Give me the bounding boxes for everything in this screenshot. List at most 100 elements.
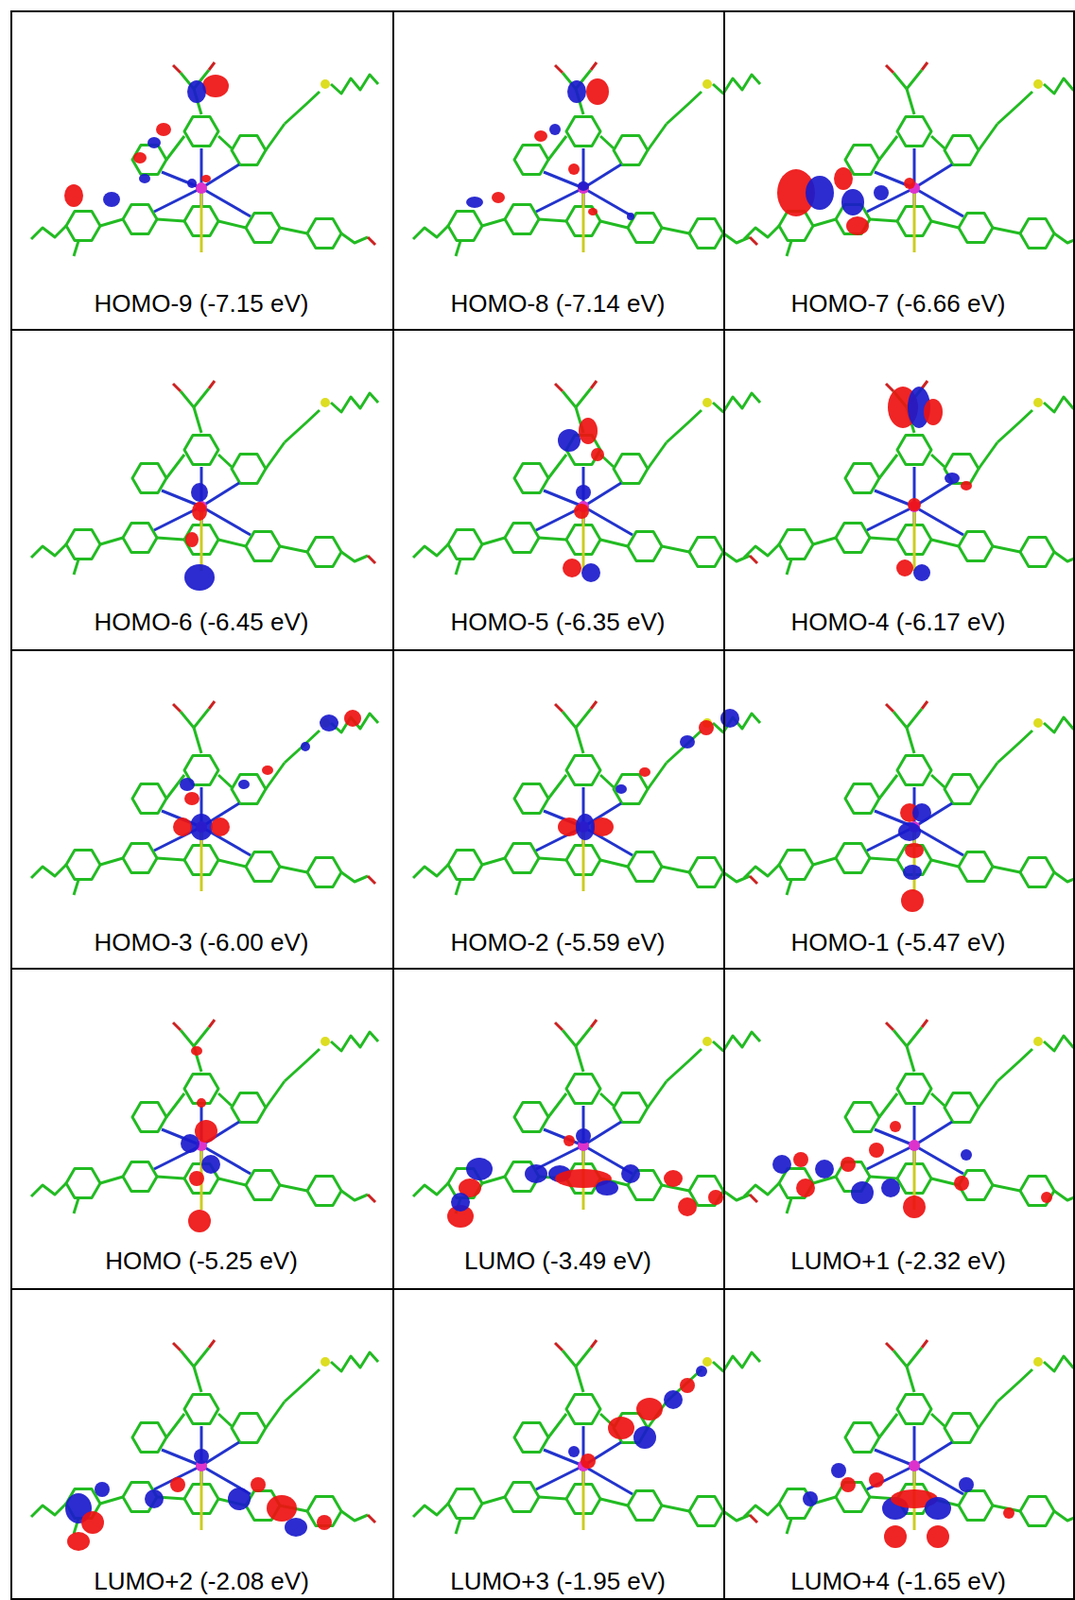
orbital-caption: LUMO (-3.49 eV) [464, 1244, 652, 1279]
orbital-caption: HOMO-3 (-6.00 eV) [94, 925, 310, 960]
orbital-lobe [793, 1152, 809, 1168]
orbital-lobe [156, 122, 172, 137]
orbital-lobe [344, 710, 362, 728]
orbital-lobe [902, 865, 922, 881]
orbital-lobe [924, 1497, 952, 1521]
orbital-lobe [679, 735, 695, 749]
orbital-lobe [639, 767, 651, 778]
orbital-lobe [960, 481, 972, 491]
orbital-lobe [300, 742, 311, 752]
orbital-lobe [840, 1157, 856, 1173]
molecule-structure [744, 1340, 1075, 1535]
molecule-structure [31, 701, 379, 896]
orbital-lobe [846, 216, 869, 236]
orbital-caption: HOMO-8 (-7.14 eV) [450, 286, 666, 321]
orbital-lobe [534, 130, 548, 142]
molecule-structure [31, 1340, 379, 1535]
orbital-lobe [595, 1180, 619, 1197]
molecule-orbital-image [403, 17, 763, 293]
orbital-lobe [147, 137, 161, 149]
orbital-lobe [189, 1171, 205, 1187]
orbital-lobe [868, 1143, 885, 1159]
orbital-lobe [284, 1518, 308, 1538]
molecule-structure [744, 1020, 1075, 1214]
orbital-lobe [94, 1482, 110, 1498]
orbital-caption: HOMO (-5.25 eV) [104, 1244, 298, 1279]
orbital-caption: LUMO+2 (-2.08 eV) [93, 1564, 310, 1599]
orbital-lobe [590, 448, 605, 462]
molecule-orbital-image [403, 336, 763, 611]
orbital-lobe [202, 74, 229, 98]
orbital-lobe [679, 1378, 695, 1394]
orbital-lobe [901, 889, 924, 913]
orbital-lobe [201, 174, 211, 183]
orbital-lobe [907, 498, 921, 512]
orbital-lobe [491, 191, 505, 204]
molecule-orbital-image [21, 975, 382, 1250]
grid-line [10, 968, 1075, 971]
orbital-lobe [67, 1532, 90, 1552]
orbital-lobe [575, 485, 591, 501]
orbital-caption: LUMO+1 (-2.32 eV) [790, 1244, 1006, 1279]
grid-line [10, 1598, 1075, 1600]
orbital-lobe [873, 185, 889, 201]
orbital-lobe [802, 1491, 818, 1508]
orbital-lobe [184, 564, 215, 591]
orbital-lobe [607, 1417, 635, 1440]
orbital-lobe [580, 1454, 596, 1470]
orbital-lobe [549, 123, 561, 136]
orbital-lobe [898, 822, 921, 842]
orbital-lobe [227, 1488, 251, 1511]
orbital-lobe [188, 1210, 211, 1233]
orbital-lobe [805, 175, 834, 210]
orbital-lobe [881, 1179, 901, 1198]
orbital-lobe [173, 817, 192, 837]
orbital-lobe [81, 1511, 105, 1535]
orbital-lobe [193, 1449, 209, 1465]
orbital-lobe [903, 177, 916, 190]
orbital-lobe [833, 167, 853, 191]
orbital-lobe [144, 1490, 164, 1509]
orbital-lobe [201, 1155, 221, 1175]
orbital-lobe [196, 1098, 207, 1109]
molecule-orbital-image [403, 975, 763, 1250]
molecule-orbital-image [734, 975, 1075, 1250]
molecule-orbital-image [21, 336, 382, 611]
orbital-lobe [772, 1155, 792, 1175]
molecule-structure [744, 62, 1075, 257]
orbital-lobe [889, 1121, 902, 1133]
orbital-lobe [187, 80, 207, 104]
orbital-lobe [185, 532, 199, 548]
orbital-lobe [250, 1477, 266, 1493]
orbital-lobe [960, 1149, 972, 1162]
orbital-lobe [633, 1426, 657, 1450]
orbital-lobe [953, 1176, 970, 1192]
orbital-lobe [840, 1477, 856, 1493]
orbital-lobe [904, 843, 924, 859]
orbital-lobe [581, 563, 601, 583]
orbital-lobe [902, 1196, 926, 1219]
orbital-lobe [896, 559, 914, 577]
orbital-lobe [912, 803, 932, 823]
grid-line [723, 10, 726, 1600]
orbital-lobe [588, 208, 598, 216]
grid-line [1073, 10, 1075, 1600]
orbital-lobe [187, 178, 197, 189]
orbital-lobe [677, 1197, 697, 1217]
orbital-caption: HOMO-1 (-5.47 eV) [791, 925, 1006, 960]
orbital-caption: HOMO-9 (-7.15 eV) [94, 286, 310, 321]
orbital-lobe [190, 814, 213, 841]
orbital-lobe [184, 792, 200, 806]
molecule-structure [31, 1020, 379, 1214]
grid-line [10, 1288, 1075, 1291]
orbital-caption: HOMO-7 (-6.66 eV) [791, 286, 1006, 321]
orbital-lobe [814, 1160, 834, 1180]
orbital-lobe [562, 558, 582, 578]
molecule-orbital-image [403, 657, 763, 932]
orbital-lobe [663, 1390, 683, 1410]
orbital-lobe [316, 1515, 332, 1531]
molecule-structure [744, 381, 1075, 575]
molecule-structure [413, 1340, 761, 1535]
orbital-lobe [568, 1446, 580, 1458]
molecule-orbital-image [734, 657, 1075, 932]
